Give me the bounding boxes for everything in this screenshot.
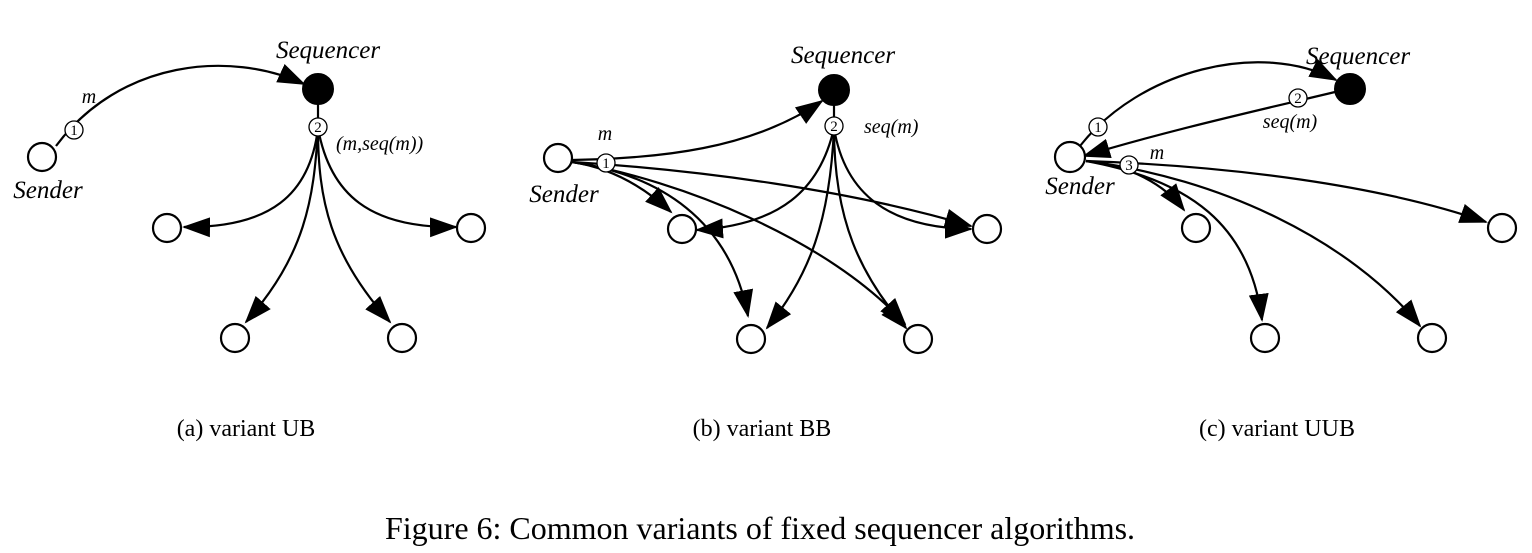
- panel-a: 1 2 Sequencer Sender m (m,seq(m)) (a) va…: [13, 37, 487, 442]
- panel-c: 1 2 3 Sequencer Sender seq(m) m (c) vari…: [1045, 43, 1518, 442]
- step-number-1: 1: [602, 156, 610, 172]
- receiver-node: [151, 212, 183, 244]
- edge-sender-to-r2: [571, 160, 973, 229]
- edge-seq-to-r4: [316, 127, 392, 324]
- sender-node: [26, 141, 58, 173]
- step-number-1: 1: [70, 123, 78, 139]
- sequencer-node: [818, 74, 850, 106]
- edge-seq-to-r3: [765, 127, 836, 330]
- panel-caption: (c) variant UUB: [1199, 416, 1355, 442]
- step-number-2: 2: [1294, 91, 1302, 107]
- step-badge: [308, 117, 328, 137]
- receiver-node: [666, 213, 698, 245]
- edge-seq-to-r4: [832, 127, 908, 330]
- step-badge: [1119, 155, 1139, 175]
- sender-node: [1053, 140, 1087, 174]
- sequencer-label: Sequencer: [791, 42, 895, 69]
- edge-seq-to-r2: [316, 127, 458, 238]
- step-number-1: 1: [1094, 120, 1102, 136]
- edge-seq-to-r2: [832, 127, 973, 239]
- receiver-node: [1180, 212, 1212, 244]
- sequencer-node: [302, 73, 334, 105]
- panel-caption: (b) variant BB: [693, 416, 832, 442]
- edge-seq-to-r1: [695, 127, 836, 239]
- sender-node: [542, 142, 574, 174]
- message-label: seq(m): [864, 116, 919, 138]
- panel-caption: (a) variant UB: [177, 416, 316, 442]
- message-label: m: [82, 86, 96, 108]
- step-number-3: 3: [1125, 158, 1133, 174]
- message-label: m: [598, 123, 612, 145]
- sequencer-node: [1334, 73, 1366, 105]
- step-number-2: 2: [314, 120, 322, 136]
- panel-b: 1 2 Sequencer Sender m seq(m) (b) varian…: [529, 42, 1003, 442]
- step-badge: [1288, 88, 1308, 108]
- edge-seq-to-r1: [182, 127, 320, 238]
- step-badge: [824, 116, 844, 136]
- receiver-node: [1486, 212, 1518, 244]
- step-badge: [596, 153, 616, 173]
- figure-caption: Figure 6: Common variants of fixed seque…: [385, 510, 1135, 546]
- edge-sender-to-sequencer: [1079, 59, 1338, 147]
- message-label: (m,seq(m)): [336, 133, 424, 155]
- receiver-node: [902, 323, 934, 355]
- receiver-node: [386, 322, 418, 354]
- receiver-node: [735, 323, 767, 355]
- sender-label: Sender: [13, 177, 83, 204]
- edge-sender-to-sequencer: [55, 64, 306, 147]
- step-number-2: 2: [830, 119, 838, 135]
- step-badge: [64, 120, 84, 140]
- receiver-node: [1416, 322, 1448, 354]
- sequencer-label: Sequencer: [1306, 43, 1410, 70]
- edge-sender-to-r4: [571, 160, 907, 326]
- receiver-node: [1249, 322, 1281, 354]
- sequencer-label: Sequencer: [276, 37, 380, 64]
- message-label: m: [1150, 142, 1164, 164]
- receiver-node: [971, 213, 1003, 245]
- edge-sender-to-r4: [1085, 159, 1422, 328]
- sender-label: Sender: [529, 181, 599, 208]
- sender-label: Sender: [1045, 173, 1115, 200]
- receiver-node: [219, 322, 251, 354]
- step-badge: [1088, 117, 1108, 137]
- receiver-node: [455, 212, 487, 244]
- message-label: seq(m): [1263, 111, 1318, 133]
- edge-seq-to-r3: [244, 127, 320, 324]
- edge-sender-to-r2: [1085, 159, 1488, 224]
